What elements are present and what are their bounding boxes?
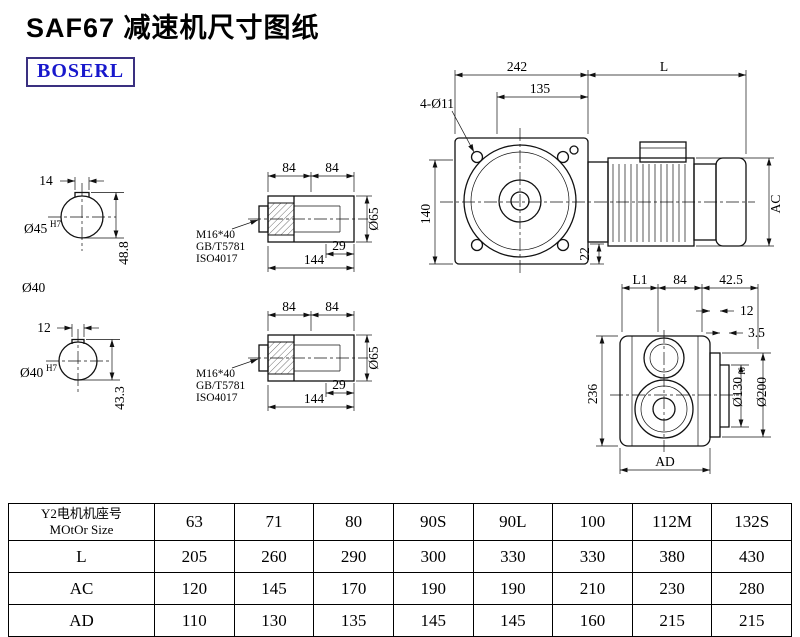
dim-seg1: 84 (282, 160, 296, 175)
value-cell: 300 (392, 540, 474, 573)
value-cell: 130 (233, 604, 315, 637)
bolt-spec-label: M16*40 (196, 229, 235, 241)
value-cell: 215 (711, 604, 792, 637)
dim-key-width: 12 (37, 320, 51, 335)
dim-bore-tol: H7 (46, 363, 57, 373)
dim-seg2: 84 (325, 299, 339, 314)
dim-key-length: 29 (332, 238, 346, 253)
dim-total-length: 144 (304, 391, 325, 406)
size-cell: 80 (313, 503, 394, 541)
shaft-section-view-bottom: 84 84 29 144 Ø65 M16*40 GB/T5781 ISO4017 (196, 299, 381, 411)
technical-drawing: 14 Ø45 H7 48.8 Ø40 12 Ø40 H7 43.3 (20, 59, 783, 474)
size-cell: 132S (711, 503, 792, 541)
size-cell: 90S (392, 503, 474, 541)
dim-shaft-dia: Ø40 (22, 280, 45, 295)
front-view: 242 L 135 4-Ø11 140 22 A (418, 59, 783, 274)
row-label: AC (8, 572, 155, 605)
page-title: SAF67 减速机尺寸图纸 (26, 13, 320, 43)
dim-l1: L1 (633, 272, 648, 287)
table-header-cell: Y2电机机座号 MOtOr Size (8, 503, 155, 541)
dim-12: 12 (740, 303, 754, 318)
value-cell: 380 (631, 540, 713, 573)
value-cell: 210 (552, 572, 633, 605)
value-cell: 280 (711, 572, 792, 605)
dim-bore: Ø40 (20, 365, 43, 380)
value-cell: 190 (392, 572, 474, 605)
value-cell: 230 (631, 572, 713, 605)
row-label: AD (8, 604, 155, 637)
dim-shaft-dia: Ø65 (366, 207, 381, 230)
size-cell: 90L (472, 503, 554, 541)
table-header-line1: Y2电机机座号 (41, 505, 122, 521)
size-cell: 63 (154, 503, 235, 541)
dim-seg1: 84 (282, 299, 296, 314)
dim-housing-width: 242 (507, 59, 527, 74)
bolt-standard-label: GB/T5781 (196, 380, 245, 392)
brand-logo: BOSERL (26, 57, 136, 87)
value-cell: 145 (233, 572, 315, 605)
value-cell: 120 (154, 572, 235, 605)
table-row-AD: AD 110 130 135 145 145 160 215 215 (8, 604, 792, 637)
dim-42-5: 42.5 (719, 272, 743, 287)
motor-dimension-table: Y2电机机座号 MOtOr Size 63 71 80 90S 90L 100 … (8, 503, 792, 637)
shaft-end-view-bottom: 12 Ø40 H7 43.3 (20, 320, 127, 410)
dim-motor-length: L (660, 59, 668, 74)
dim-spigot-dia: Ø130 (730, 377, 745, 407)
value-cell: 160 (552, 604, 633, 637)
dim-total-length: 144 (304, 252, 325, 267)
dim-bore: Ø45 (24, 221, 47, 236)
value-cell: 135 (313, 604, 394, 637)
bolt-spec-label: M16*40 (196, 368, 235, 380)
dim-flange-width: 135 (530, 81, 551, 96)
shaft-end-view-top: 14 Ø45 H7 48.8 Ø40 (22, 173, 131, 295)
dim-center-height: 140 (418, 204, 433, 225)
value-cell: 110 (154, 604, 235, 637)
value-cell: 205 (154, 540, 235, 573)
table-header-line2: MOtOr Size (49, 522, 114, 537)
value-cell: 145 (392, 604, 474, 637)
shaft-section-view-top: 84 84 29 144 Ø65 M16*40 GB/T5781 ISO4017 (196, 160, 381, 272)
table-row-sizes: Y2电机机座号 MOtOr Size 63 71 80 90S 90L 100 … (8, 503, 792, 541)
dim-seg2: 84 (325, 160, 339, 175)
bolt-standard-label: GB/T5781 (196, 241, 245, 253)
value-cell: 170 (313, 572, 394, 605)
value-cell: 215 (631, 604, 713, 637)
dim-height: 236 (585, 384, 600, 405)
dim-flange-dia: Ø200 (754, 377, 769, 407)
value-cell: 290 (313, 540, 394, 573)
row-label: L (8, 540, 155, 573)
dim-ad: AD (655, 454, 675, 469)
dim-shaft-dia: Ø65 (366, 346, 381, 369)
dim-motor-dia: AC (768, 195, 783, 214)
dim-keyway-depth: 48.8 (116, 241, 131, 265)
size-cell: 100 (552, 503, 633, 541)
dim-spigot-tol: f6 (737, 367, 747, 375)
dim-key-width: 14 (39, 173, 53, 188)
bolt-holes-label: 4-Ø11 (420, 96, 454, 111)
table-row-L: L 205 260 290 300 330 330 380 430 (8, 540, 792, 573)
dim-3-5: 3.5 (748, 325, 765, 340)
dim-keyway-depth: 43.3 (112, 386, 127, 410)
dim-key-length: 29 (332, 377, 346, 392)
bolt-iso-label: ISO4017 (196, 253, 238, 265)
value-cell: 260 (233, 540, 315, 573)
size-cell: 71 (233, 503, 315, 541)
value-cell: 430 (711, 540, 792, 573)
dim-seg: 84 (673, 272, 687, 287)
table-row-AC: AC 120 145 170 190 190 210 230 280 (8, 572, 792, 605)
bolt-iso-label: ISO4017 (196, 392, 238, 404)
side-view: L1 84 42.5 12 3.5 236 Ø130 f6 (585, 272, 771, 474)
value-cell: 190 (472, 572, 554, 605)
value-cell: 330 (472, 540, 554, 573)
value-cell: 145 (472, 604, 554, 637)
value-cell: 330 (552, 540, 633, 573)
size-cell: 112M (631, 503, 713, 541)
dim-foot-offset: 22 (577, 247, 592, 261)
dim-bore-tol: H7 (50, 219, 61, 229)
